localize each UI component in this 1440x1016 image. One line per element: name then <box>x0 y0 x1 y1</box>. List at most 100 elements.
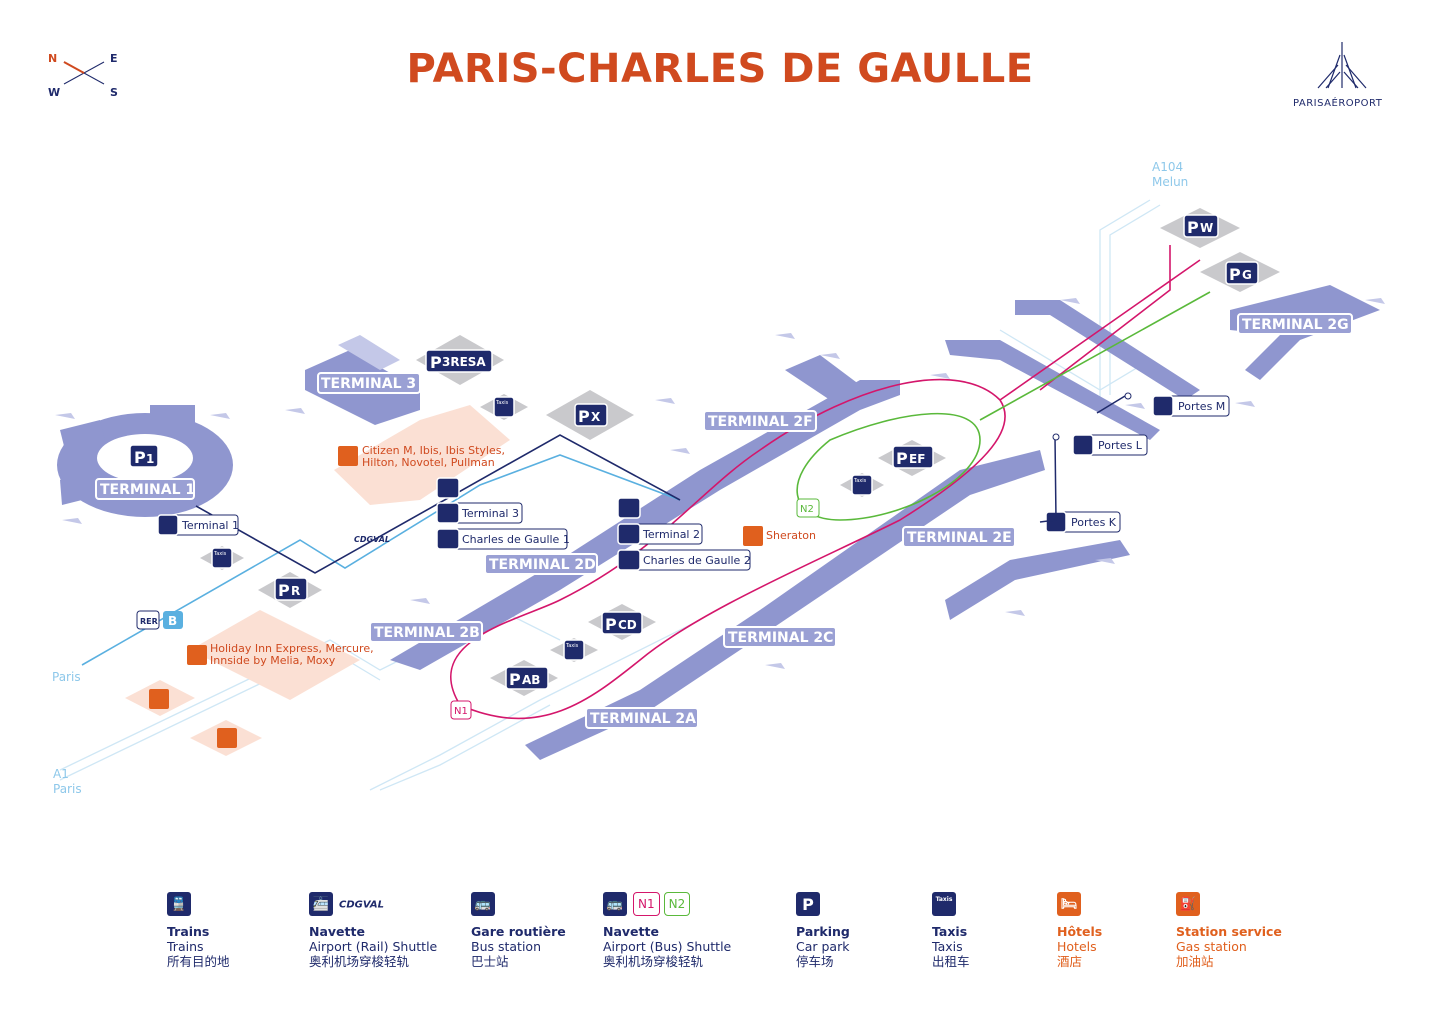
legend-trains-en: Trains <box>167 939 204 954</box>
legend-gas-zh: 加油站 <box>1176 954 1214 969</box>
legend-taxis-title: Taxis <box>932 924 968 939</box>
legend-rail-shuttle: 🚈CDGVAL Navette Airport (Rail) Shuttle 奥… <box>309 892 437 969</box>
parking-markers: P 1 P 3RESA P X P R P EF P CD P AB P W P… <box>129 214 1259 690</box>
parking-pef-p: P <box>896 449 908 468</box>
legend-bus-title: Gare routière <box>471 924 566 939</box>
legend-bus-zh: 巴士站 <box>471 954 509 969</box>
station-portes-l: Portes L <box>1098 439 1143 452</box>
legend-trains-title: Trains <box>167 924 210 939</box>
parking-pr: R <box>291 584 300 598</box>
legend-parking-en: Car park <box>796 939 850 954</box>
station-portes-m: Portes M <box>1178 400 1225 413</box>
legend-hotels-title: Hôtels <box>1057 924 1103 939</box>
legend-busshuttle-en: Airport (Bus) Shuttle <box>603 939 732 954</box>
legend-hotels-zh: 酒店 <box>1057 954 1083 969</box>
n1-marker: N1 <box>454 706 468 717</box>
parking-pef: EF <box>909 452 925 466</box>
legend-gas: ⛽ Station service Gas station 加油站 <box>1176 892 1282 969</box>
hotels: Citizen M, Ibis, Ibis Styles, Hilton, No… <box>149 444 816 748</box>
bus-shuttle-icon: 🚌 <box>603 892 627 916</box>
legend-busshuttle-zh: 奥利机场穿梭轻轨 <box>603 954 704 969</box>
n2-line <box>796 291 1211 521</box>
parking-pcd: CD <box>618 618 637 632</box>
legend-hotels-en: Hotels <box>1057 939 1097 954</box>
parking-pab-p: P <box>509 670 521 689</box>
compass: N E W S <box>48 52 118 99</box>
parking-p3resa-p: P <box>430 353 442 372</box>
road-a1: A1 <box>53 767 69 781</box>
parking-icon: P <box>796 892 820 916</box>
station-terminal-3: Terminal 3 <box>461 507 519 520</box>
parking-pw-p: P <box>1187 218 1199 237</box>
parking-p1-p: P <box>134 448 146 467</box>
station-terminal-1: Terminal 1 <box>181 519 239 532</box>
logo-text: PARISAÉROPORT <box>1293 96 1383 109</box>
road-melun: Melun <box>1152 175 1188 189</box>
gas-pump-icon: ⛽ <box>1176 892 1200 916</box>
label-terminal-3: TERMINAL 3 <box>321 376 416 392</box>
parking-px: X <box>591 410 601 424</box>
road-a104: A104 <box>1152 160 1183 174</box>
taxi-t3-label: Taxis <box>495 400 509 406</box>
n1-line <box>450 259 1201 720</box>
hotel-sheraton: Sheraton <box>766 529 816 542</box>
station-portes-k: Portes K <box>1071 516 1117 529</box>
parking-pg: G <box>1242 268 1252 282</box>
bus-icon: 🚌 <box>471 892 495 916</box>
legend-gas-title: Station service <box>1176 924 1282 939</box>
parking-pw: W <box>1200 221 1213 235</box>
hotel-icon: 🛏 <box>1057 892 1081 916</box>
train-icon: 🚆 <box>167 892 191 916</box>
legend-taxis-zh: 出租车 <box>932 954 970 969</box>
label-terminal-1: TERMINAL 1 <box>100 482 195 498</box>
parking-pg-p: P <box>1229 265 1241 284</box>
hotel-zone-pr <box>190 610 360 700</box>
road-rer-paris: Paris <box>52 670 81 684</box>
legend-parking-zh: 停车场 <box>796 954 834 969</box>
taxi-2cd-label: Taxis <box>565 643 579 649</box>
taxi-2ef-label: Taxis <box>853 478 867 484</box>
terminal-labels: TERMINAL 1 TERMINAL 3 TERMINAL 2F TERMIN… <box>95 313 1353 729</box>
n2-marker: N2 <box>800 504 814 515</box>
legend-trains: 🚆 Trains Trains 所有目的地 <box>167 892 230 969</box>
legend-busshuttle-title: Navette <box>603 924 659 939</box>
legend-bus-en: Bus station <box>471 939 542 954</box>
parking-p1: 1 <box>146 452 154 466</box>
compass-w: W <box>48 86 60 99</box>
label-terminal-2e: TERMINAL 2E <box>907 530 1012 546</box>
taxi-t1-label: Taxis <box>213 551 227 557</box>
legend-taxis-en: Taxis <box>932 939 963 954</box>
legend-n2-badge: N2 <box>663 892 691 916</box>
parisaeroport-logo <box>1317 42 1367 89</box>
compass-n: N <box>48 52 57 65</box>
legend-rail-zh: 奥利机场穿梭轻轨 <box>309 954 410 969</box>
station-cdg1: Charles de Gaulle 1 <box>462 533 570 546</box>
legend-cdgval-badge: CDGVAL <box>339 899 385 911</box>
label-terminal-2a: TERMINAL 2A <box>590 711 696 727</box>
legend-gas-en: Gas station <box>1176 939 1247 954</box>
legend-hotels: 🛏 Hôtels Hotels 酒店 <box>1057 892 1102 969</box>
station-cdg2: Charles de Gaulle 2 <box>643 554 751 567</box>
cdgval-label: CDGVAL <box>354 535 390 544</box>
parking-pr-p: P <box>278 581 290 600</box>
label-terminal-2b: TERMINAL 2B <box>374 625 480 641</box>
rer-b-marker: RER B <box>136 610 183 630</box>
cdgval-line <box>81 454 681 666</box>
rer-label: RER <box>140 617 158 626</box>
legend-parking: P Parking Car park 停车场 <box>796 892 850 969</box>
legend-rail-en: Airport (Rail) Shuttle <box>309 939 438 954</box>
compass-e: E <box>110 52 118 65</box>
stations: Terminal 1 Terminal 3 Charles de Gaulle … <box>157 392 1230 571</box>
hotels-t3-line1: Citizen M, Ibis, Ibis Styles, <box>362 444 505 457</box>
hotels-t3-line2: Hilton, Novotel, Pullman <box>362 456 495 469</box>
legend-trains-zh: 所有目的地 <box>167 954 230 969</box>
legend-n1-badge: N1 <box>633 892 660 916</box>
parking-pab: AB <box>522 673 540 687</box>
rer-line-b: B <box>168 614 177 628</box>
legend-bus-station: 🚌 Gare routière Bus station 巴士站 <box>471 892 566 969</box>
compass-s: S <box>110 86 118 99</box>
parking-p3resa: 3RESA <box>442 355 486 369</box>
legend-taxis: Taxis Taxis Taxis 出租车 <box>932 892 970 969</box>
station-terminal-2: Terminal 2 <box>642 528 700 541</box>
